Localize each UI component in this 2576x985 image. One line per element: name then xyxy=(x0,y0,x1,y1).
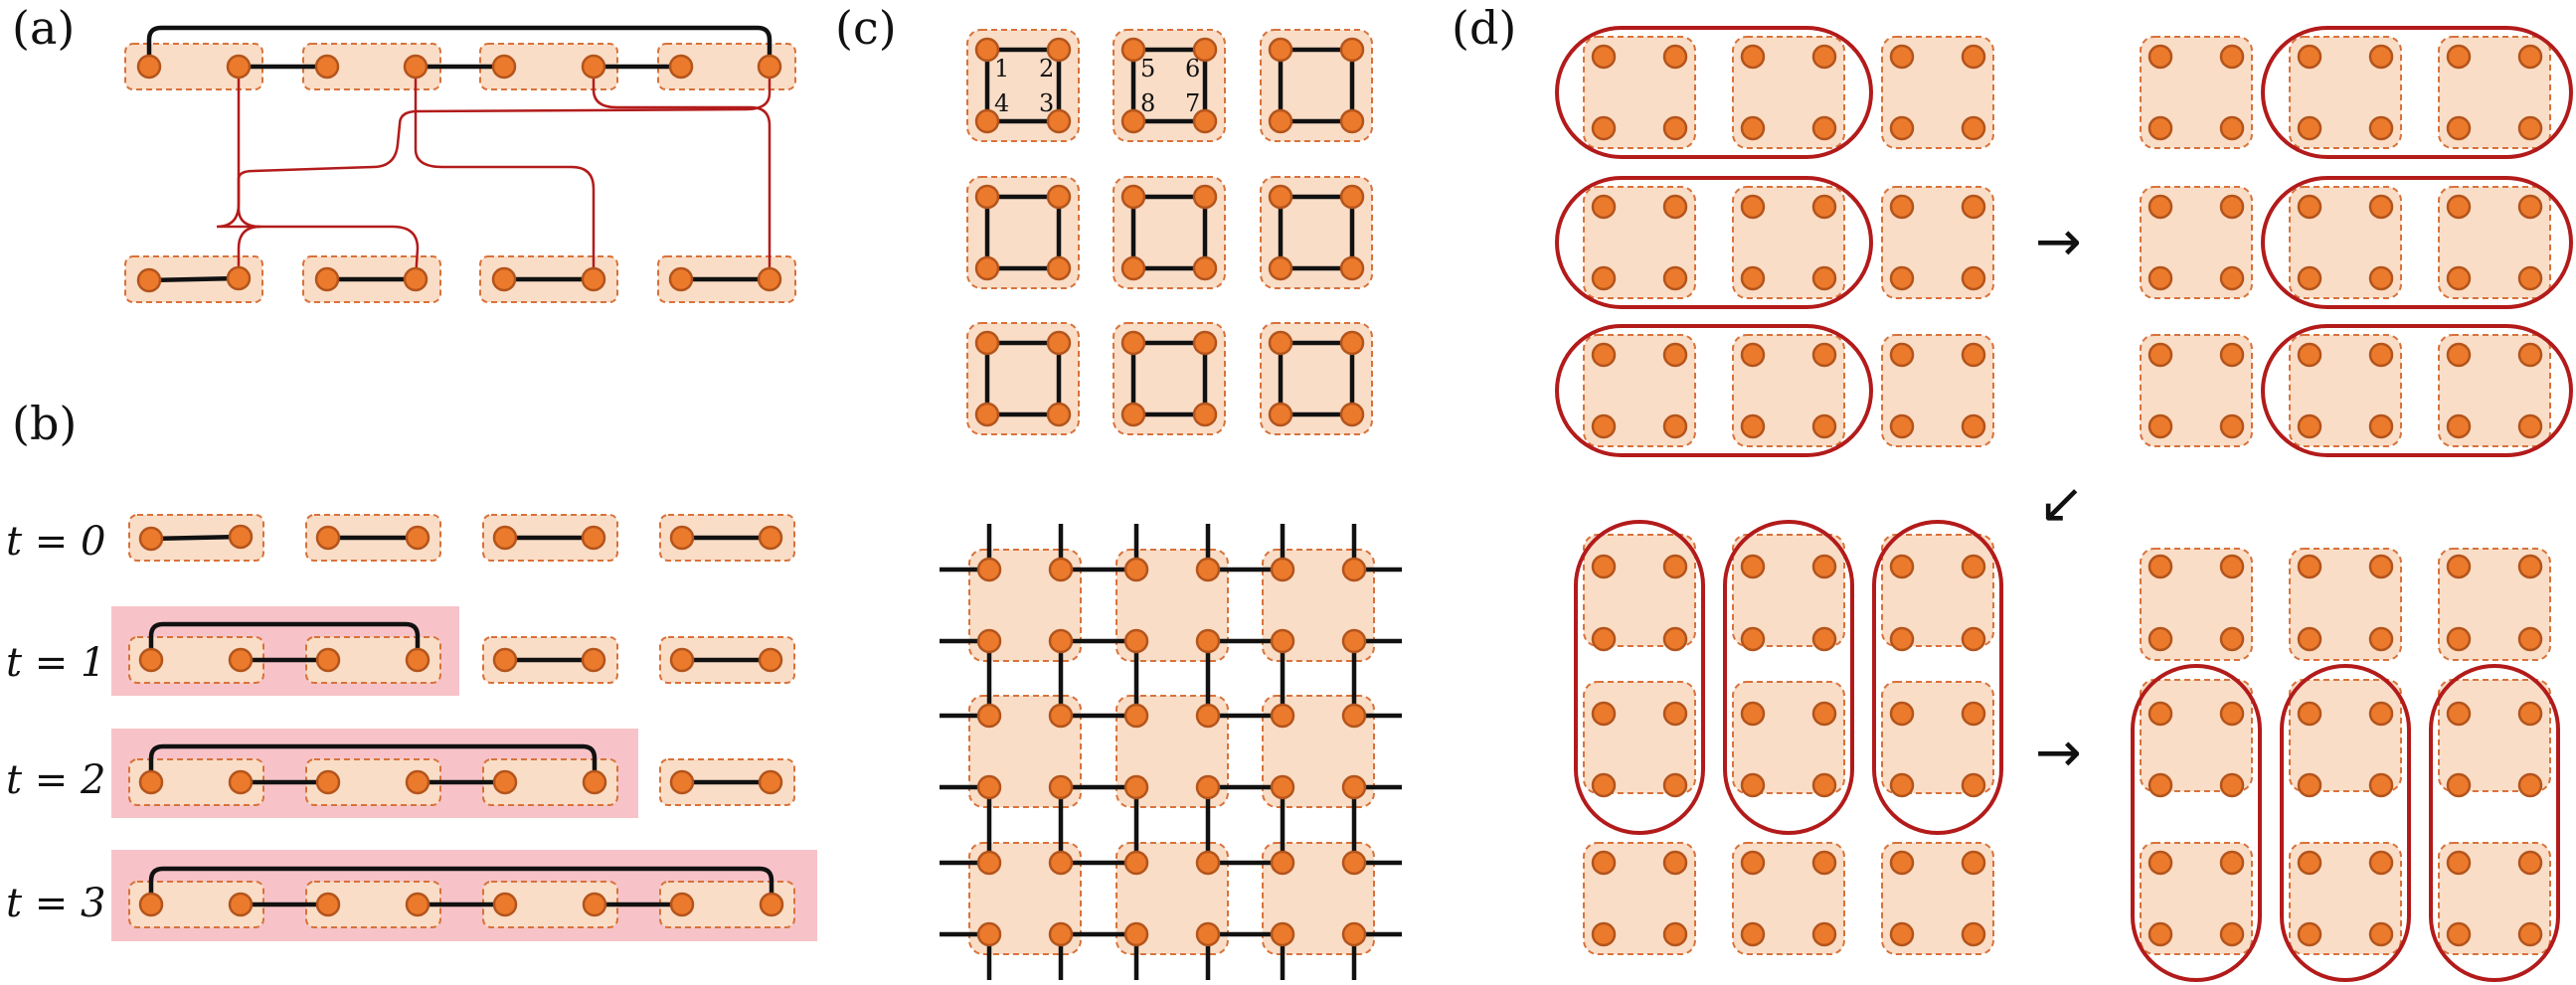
time-label-2: t = 2 xyxy=(6,757,105,803)
site-number-3: 3 xyxy=(1039,89,1054,117)
site-number-8: 8 xyxy=(1140,89,1155,117)
panel-label-c: (c) xyxy=(835,1,897,55)
panel-a: (a) xyxy=(12,1,796,303)
panel-d-block-bottom-left xyxy=(1574,520,2003,955)
panel-c-site-numbers: 1 2 3 4 5 6 7 8 xyxy=(994,55,1200,117)
panel-d: (d) xyxy=(1452,1,2573,982)
site-number-2: 2 xyxy=(1039,55,1054,82)
time-label-3: t = 3 xyxy=(6,881,105,926)
panel-c-lattice-bonds xyxy=(940,524,1402,980)
panel-c: (c) xyxy=(835,1,1402,980)
panel-d-block-top-left xyxy=(1555,26,1994,457)
panel-label-a: (a) xyxy=(12,1,75,55)
arrow-right-bottom: → xyxy=(2035,721,2082,785)
panel-a-bonds xyxy=(146,25,773,283)
panel-label-d: (d) xyxy=(1452,1,1516,55)
arrow-right-top: → xyxy=(2035,210,2082,274)
time-label-1: t = 1 xyxy=(6,640,105,686)
arrow-down-left: ↙ xyxy=(2038,471,2085,536)
site-number-6: 6 xyxy=(1185,55,1200,82)
panel-a-top-boxes xyxy=(124,43,796,90)
panel-a-wires xyxy=(216,67,772,280)
panel-c-plaquette-boxes xyxy=(966,29,1373,435)
time-label-0: t = 0 xyxy=(6,519,105,565)
site-number-4: 4 xyxy=(994,89,1009,117)
site-number-5: 5 xyxy=(1140,55,1155,82)
panel-label-b: (b) xyxy=(12,397,77,450)
panel-d-block-bottom-right xyxy=(2131,548,2560,982)
site-number-1: 1 xyxy=(994,55,1009,82)
panel-c-plaquette-bonds xyxy=(984,47,1355,417)
panel-b-bonds xyxy=(148,534,774,907)
panel-b: (b) t = 0 t = 1 t = 2 t = 3 xyxy=(6,397,817,941)
site-number-7: 7 xyxy=(1185,89,1200,117)
panel-d-block-top-right xyxy=(2140,26,2573,457)
panel-c-lattice-boxes xyxy=(968,549,1375,955)
